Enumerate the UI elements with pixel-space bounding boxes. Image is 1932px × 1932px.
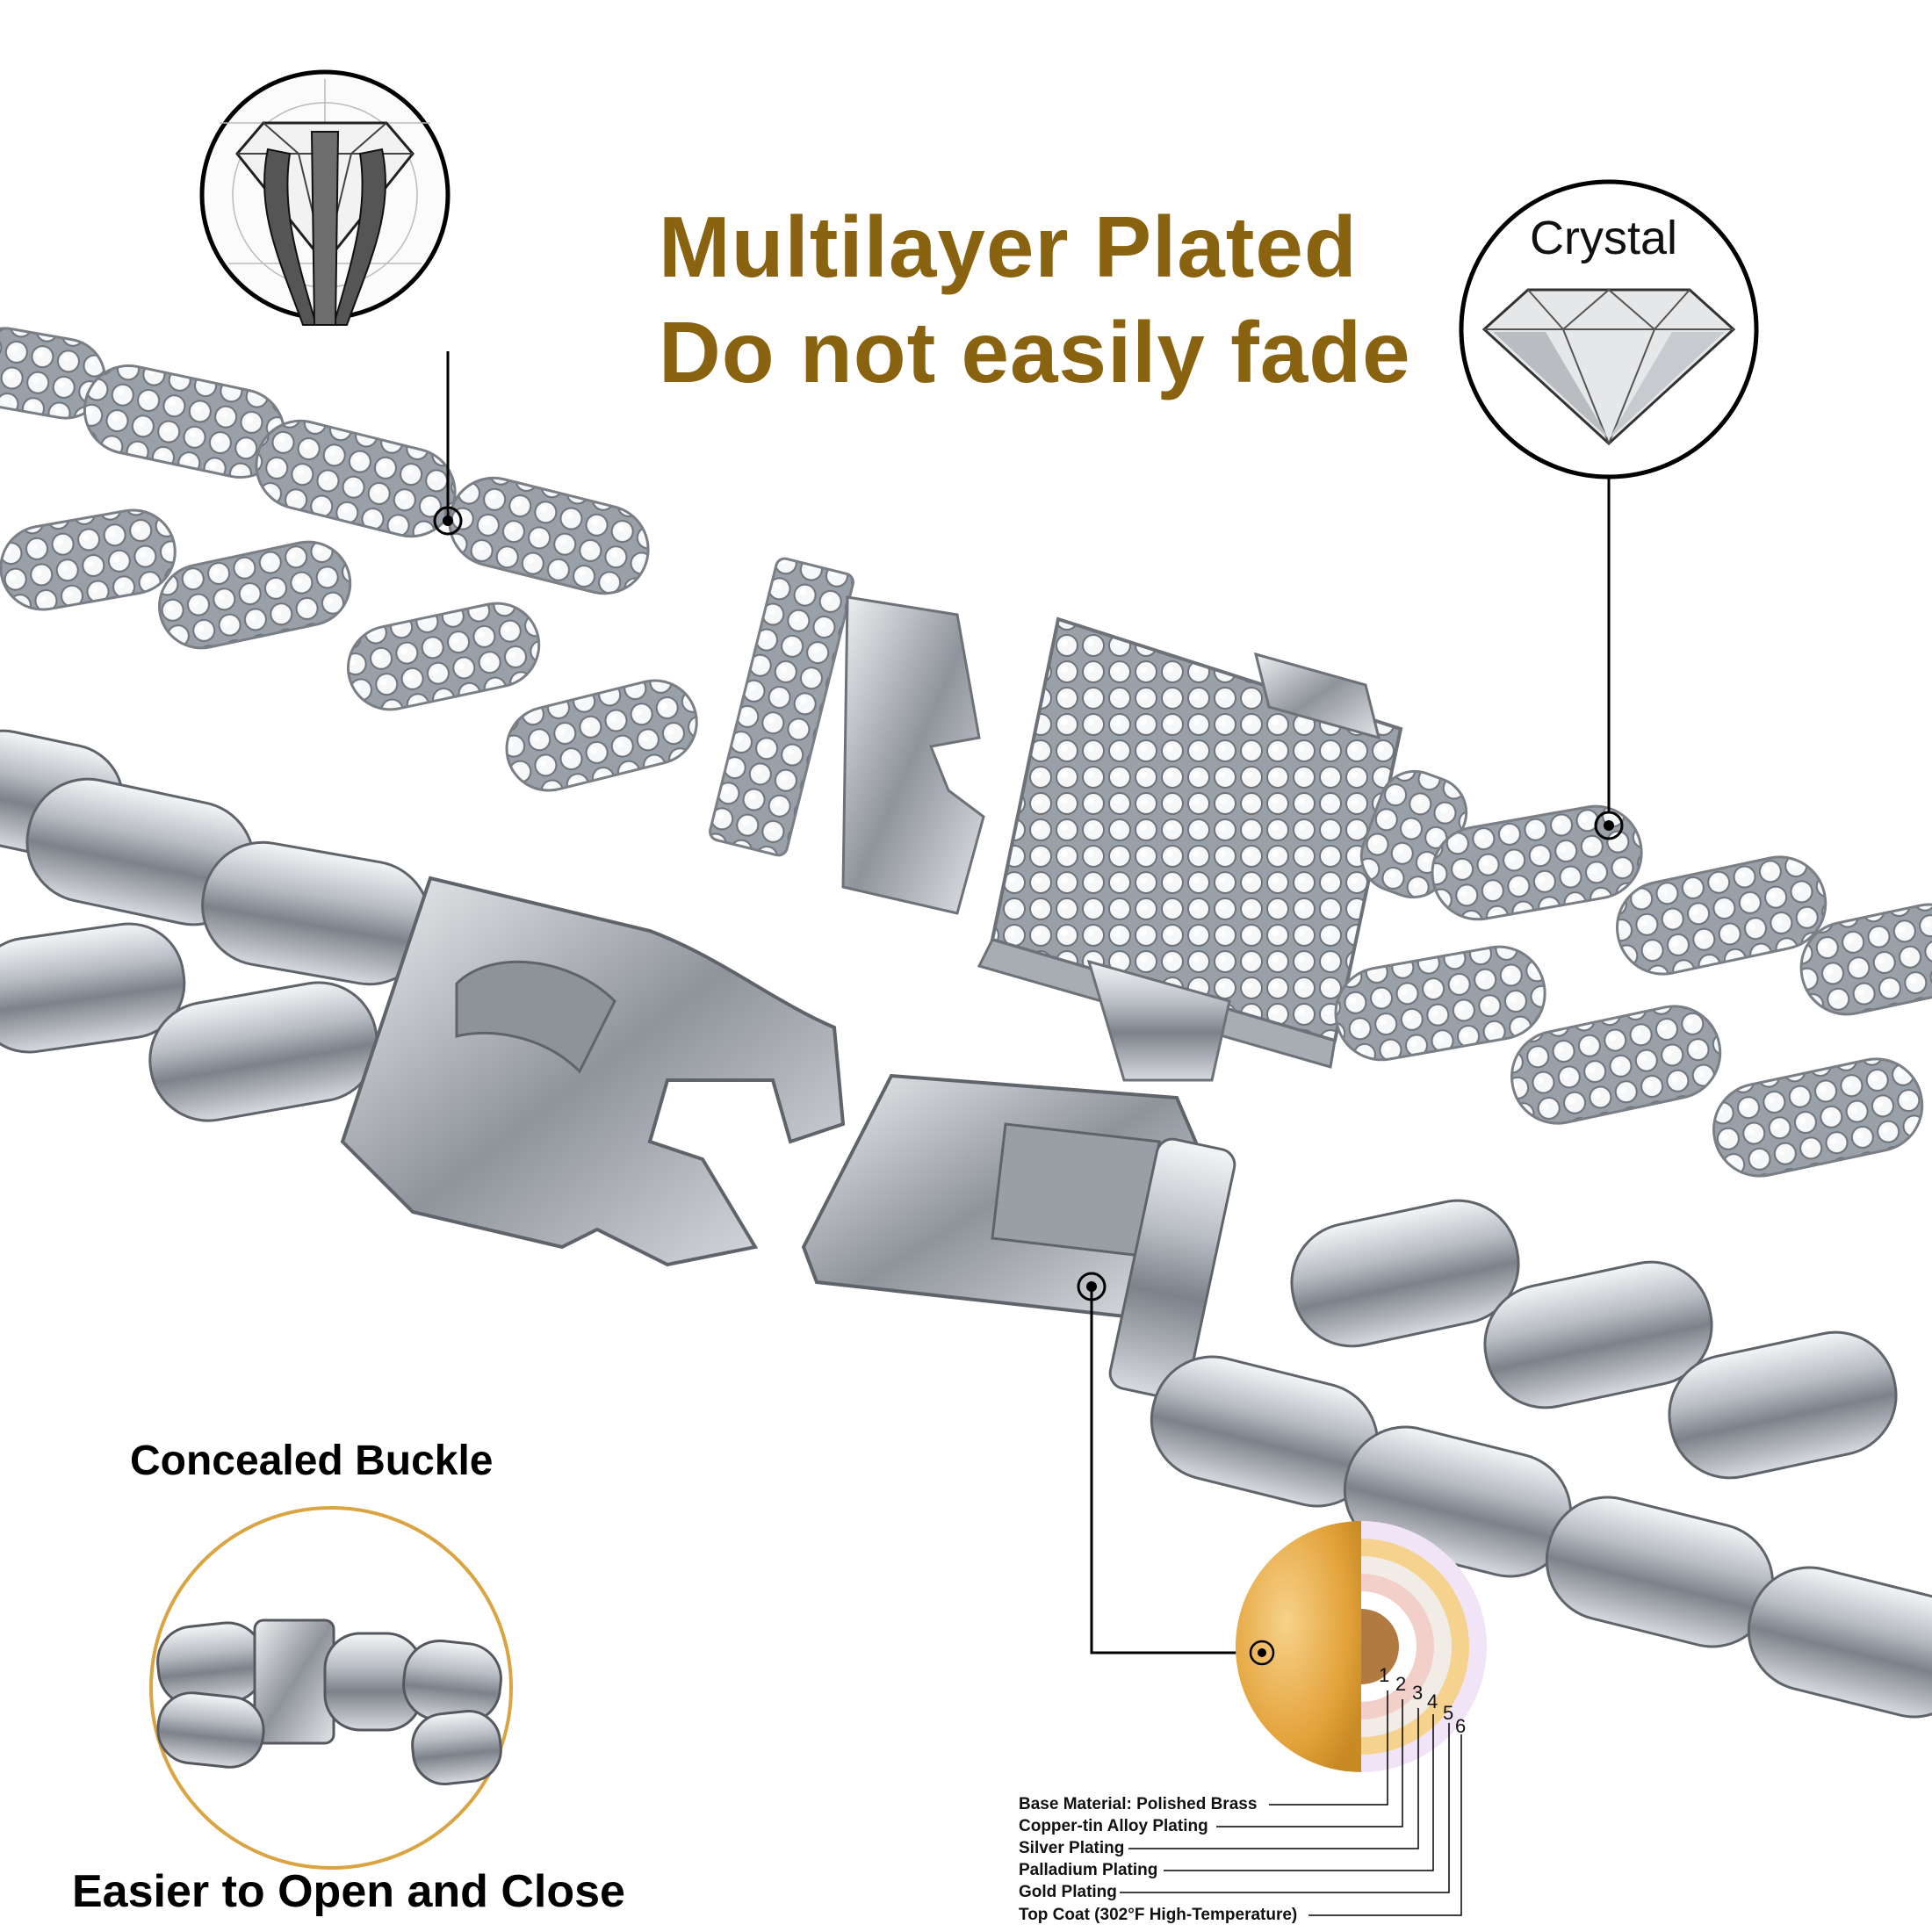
buckle-inset	[149, 1506, 513, 1870]
layer-base-material: Base Material: Polished Brass	[1019, 1795, 1258, 1813]
layer-number-4: 4	[1427, 1690, 1438, 1712]
crystal-inset	[1459, 179, 1759, 479]
marker-plating-chain	[1077, 1272, 1107, 1301]
crystal-label: Crystal	[1530, 212, 1678, 264]
layer-number-1: 1	[1379, 1664, 1390, 1686]
layer-gold: Gold Plating	[1019, 1883, 1117, 1901]
prong-setting-inset	[199, 69, 451, 326]
layer-number-6: 6	[1455, 1715, 1467, 1737]
layer-silver: Silver Plating	[1019, 1839, 1125, 1857]
layer-number-5: 5	[1443, 1702, 1454, 1724]
headline-line-1: Multilayer Plated	[659, 198, 1358, 295]
layer-top-coat: Top Coat (302°F High-Temperature)	[1019, 1906, 1298, 1924]
headline-line-2: Do not easily fade	[659, 304, 1411, 400]
easy-open-label: Easier to Open and Close	[72, 1866, 625, 1917]
marker-crystal	[1594, 811, 1624, 840]
iced-chain-top	[0, 327, 985, 915]
marker-prong	[433, 506, 463, 536]
concealed-buckle-label: Concealed Buckle	[130, 1438, 494, 1484]
layer-number-2: 2	[1395, 1673, 1407, 1695]
plain-chain-left	[0, 729, 846, 1267]
plain-chain-right	[801, 1073, 1932, 1719]
layer-palladium: Palladium Plating	[1019, 1861, 1158, 1879]
plating-cross-section	[1236, 1521, 1487, 1772]
iced-chain-right	[1334, 769, 1932, 1178]
layer-leader-lines	[1120, 1690, 1462, 1916]
iced-box-clasp	[977, 616, 1403, 1082]
layer-number-3: 3	[1412, 1682, 1424, 1704]
connector-plating	[1090, 1289, 1253, 1654]
layer-copper-tin: Copper-tin Alloy Plating	[1019, 1817, 1208, 1835]
